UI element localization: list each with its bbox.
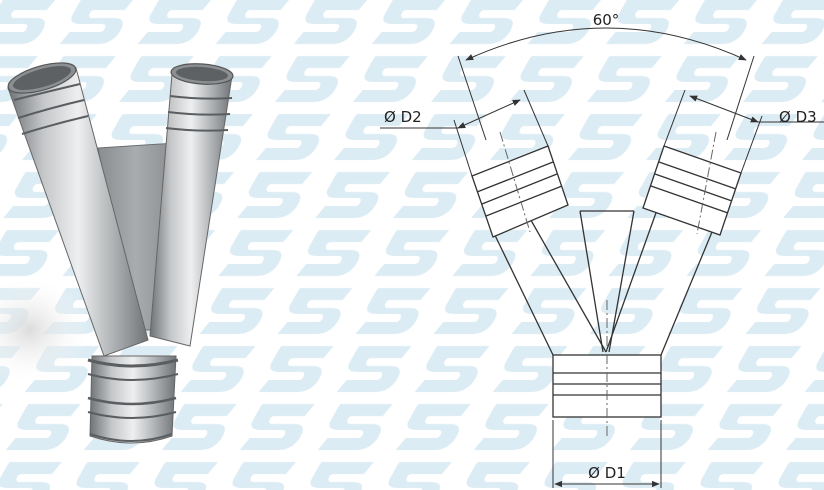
d1-label: Ø D1 [588, 464, 626, 482]
d2-label: Ø D2 [384, 108, 422, 126]
angle-label: 60° [593, 11, 620, 29]
d1-dimension [552, 420, 662, 488]
centerlines [499, 131, 717, 438]
photo-right-branch [149, 63, 234, 347]
photo-trunk [87, 355, 179, 444]
y-branch-outline [471, 145, 742, 418]
d3-label: Ø D3 [779, 108, 817, 126]
angle-dimension [457, 27, 755, 141]
d3-dimension [663, 89, 824, 174]
d2-dimension [380, 89, 549, 177]
photo-left-branch [7, 62, 149, 357]
